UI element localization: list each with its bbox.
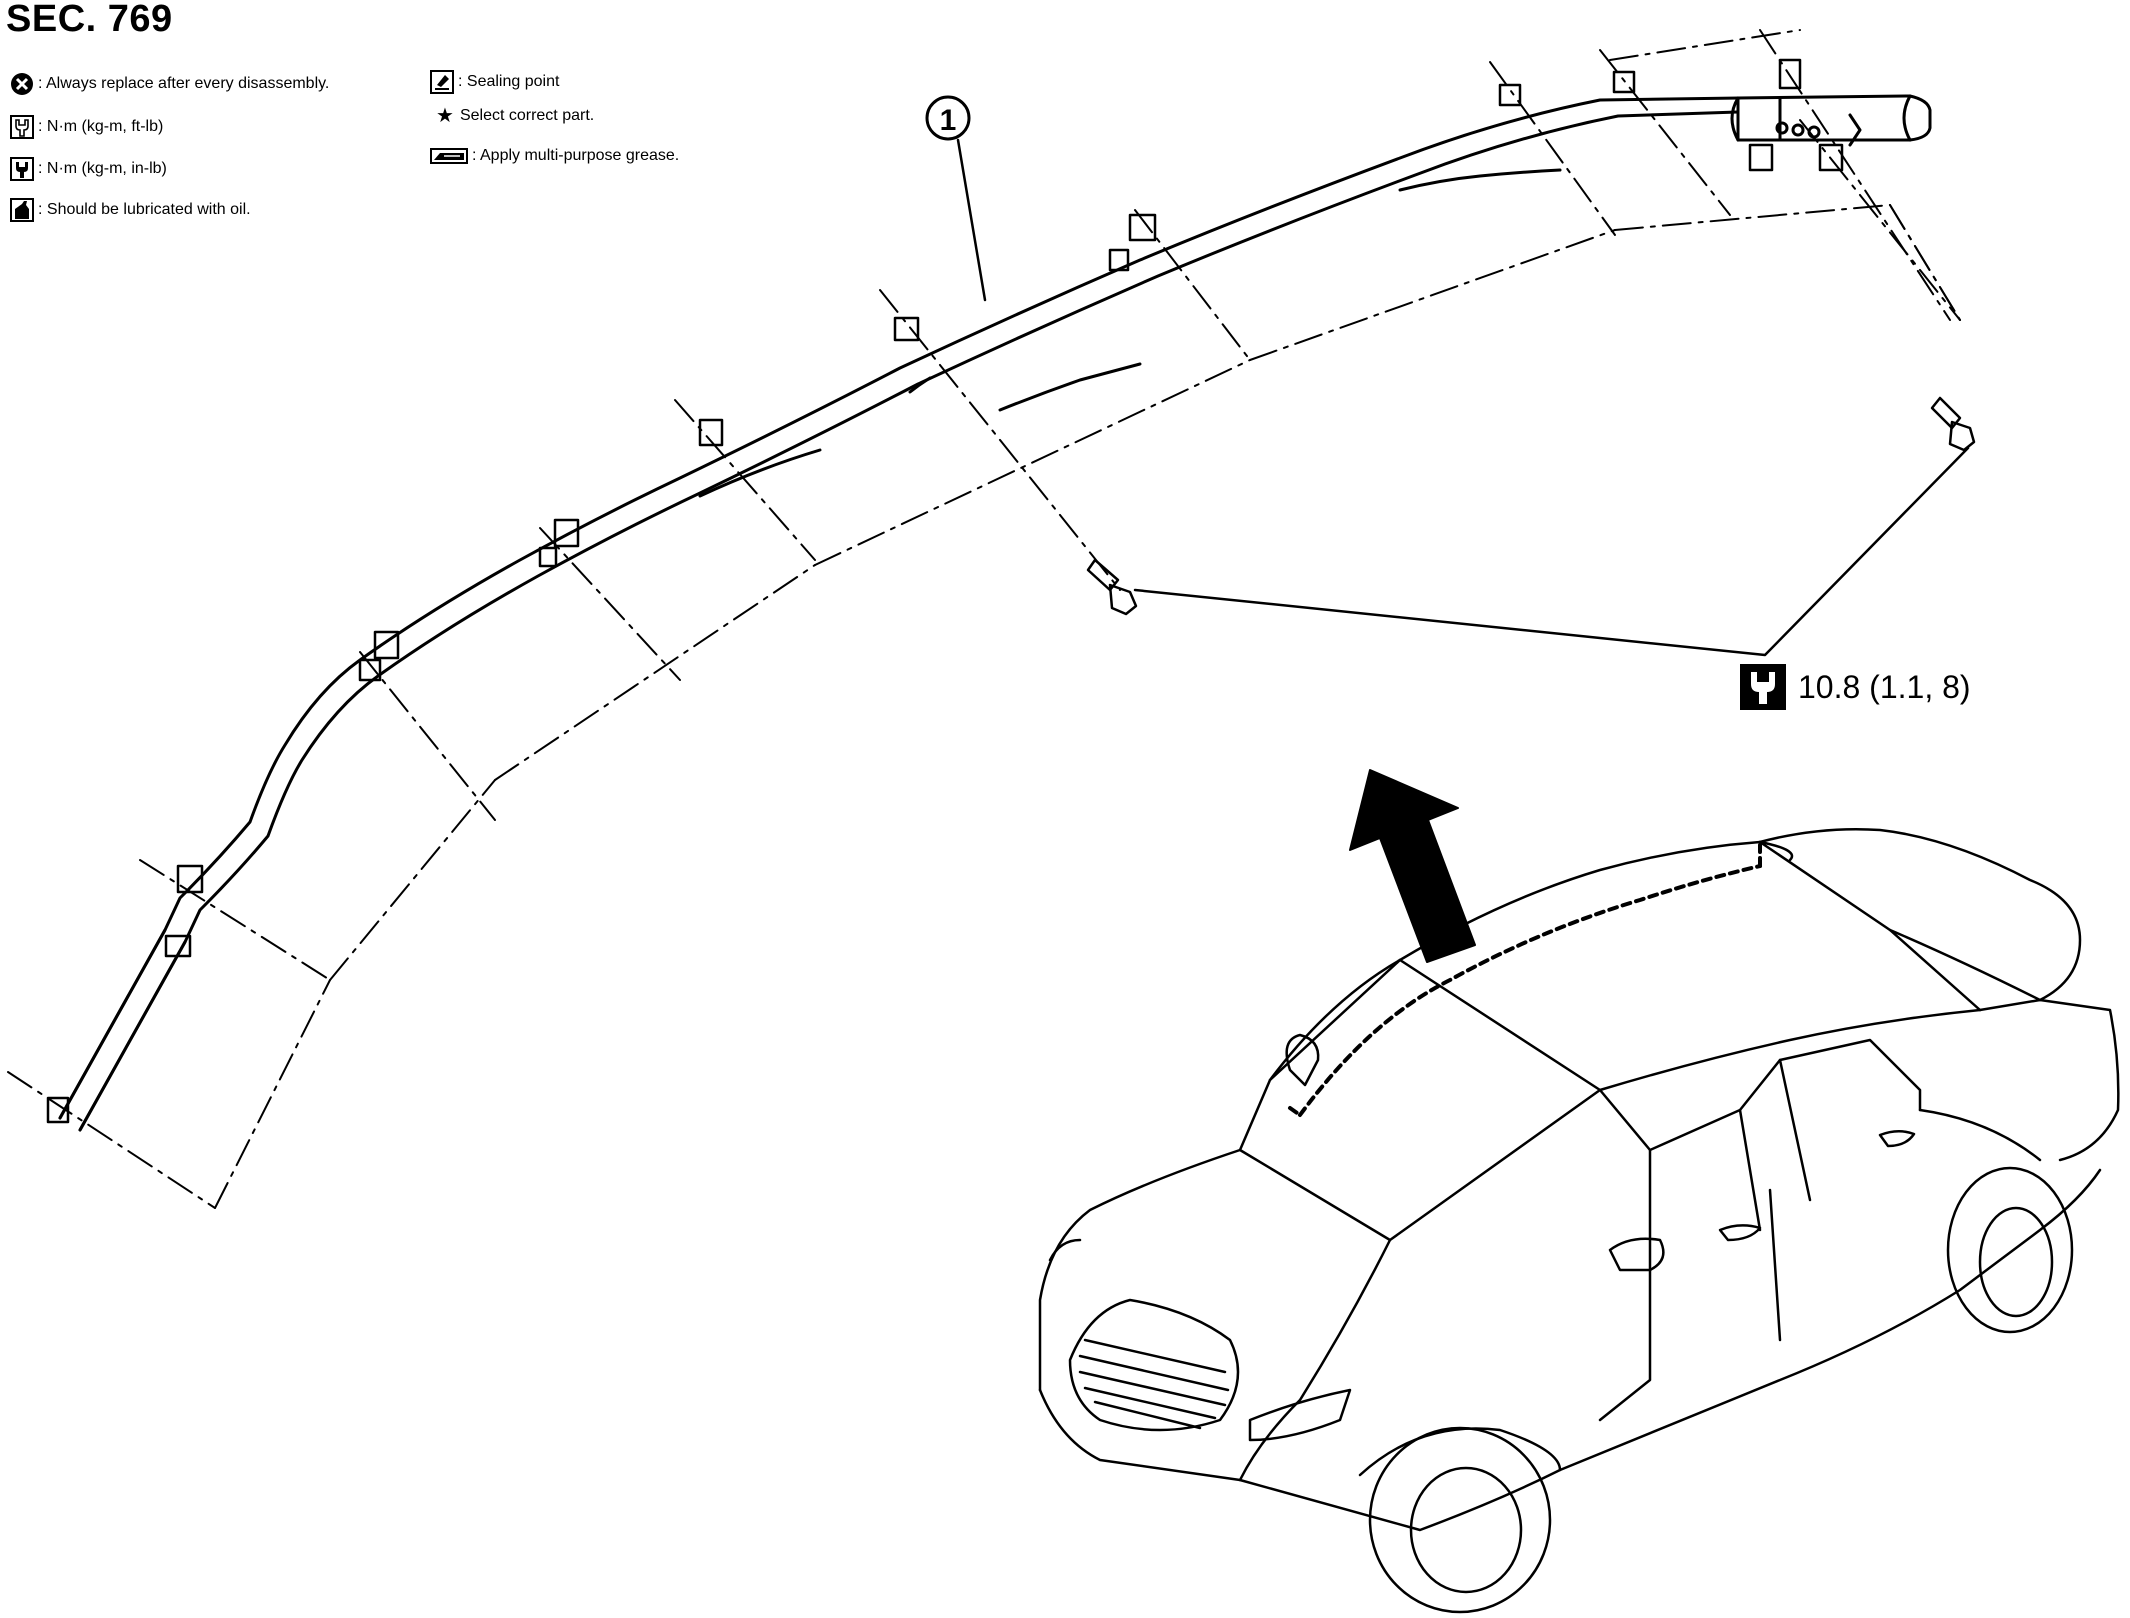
direction-arrow bbox=[1349, 769, 1476, 963]
legend-grease-text: : Apply multi-purpose grease. bbox=[472, 147, 680, 164]
bolt-front bbox=[1086, 558, 1138, 616]
oil-can-icon bbox=[10, 198, 34, 222]
legend-torque-ft-lb-text: : N·m (kg-m, ft-lb) bbox=[38, 118, 164, 135]
star-icon: ★ bbox=[436, 105, 454, 127]
legend-torque-ft-lb: : N·m (kg-m, ft-lb) bbox=[10, 115, 163, 139]
legend-always-replace: : Always replace after every disassembly… bbox=[10, 72, 329, 96]
section-title: SEC. 769 bbox=[6, 0, 173, 40]
legend-oil-text: : Should be lubricated with oil. bbox=[38, 201, 251, 218]
grease-icon bbox=[430, 144, 468, 168]
alignment-lines bbox=[7, 29, 1961, 1209]
part-callout-leader bbox=[956, 138, 987, 302]
sealing-point-icon bbox=[430, 70, 454, 94]
legend-sealing: : Sealing point bbox=[430, 70, 559, 94]
torque-spec-value: 10.8 (1.1, 8) bbox=[1798, 668, 1971, 705]
legend-torque-in-lb-text: : N·m (kg-m, in-lb) bbox=[38, 160, 167, 177]
legend-select-part-text: Select correct part. bbox=[459, 107, 595, 124]
torque-wrench-icon bbox=[10, 115, 34, 139]
torque-wrench-filled-icon bbox=[10, 157, 34, 181]
legend-sealing-text: : Sealing point bbox=[458, 73, 560, 90]
airbag-location-dashed bbox=[1288, 843, 1762, 1117]
torque-leader bbox=[1133, 446, 1970, 657]
air-bag-module bbox=[58, 94, 1932, 1132]
part-callout-1-label: 1 bbox=[940, 104, 957, 137]
torque-spec: 10.8 (1.1, 8) bbox=[1740, 664, 1971, 710]
always-replace-icon bbox=[10, 72, 34, 96]
mounting-tabs bbox=[46, 58, 1844, 1124]
legend-always-replace-text: : Always replace after every disassembly… bbox=[38, 75, 330, 92]
legend-torque-in-lb: : N·m (kg-m, in-lb) bbox=[10, 157, 167, 181]
legend-oil: : Should be lubricated with oil. bbox=[10, 198, 251, 222]
part-callout-1: 1 bbox=[925, 95, 971, 141]
vehicle-outline bbox=[1038, 827, 2120, 1614]
torque-wrench-icon bbox=[1740, 664, 1786, 710]
legend-grease: : Apply multi-purpose grease. bbox=[430, 144, 679, 168]
legend-select-part: ★ Select correct part. bbox=[436, 106, 594, 126]
bolt-rear bbox=[1930, 396, 1976, 452]
